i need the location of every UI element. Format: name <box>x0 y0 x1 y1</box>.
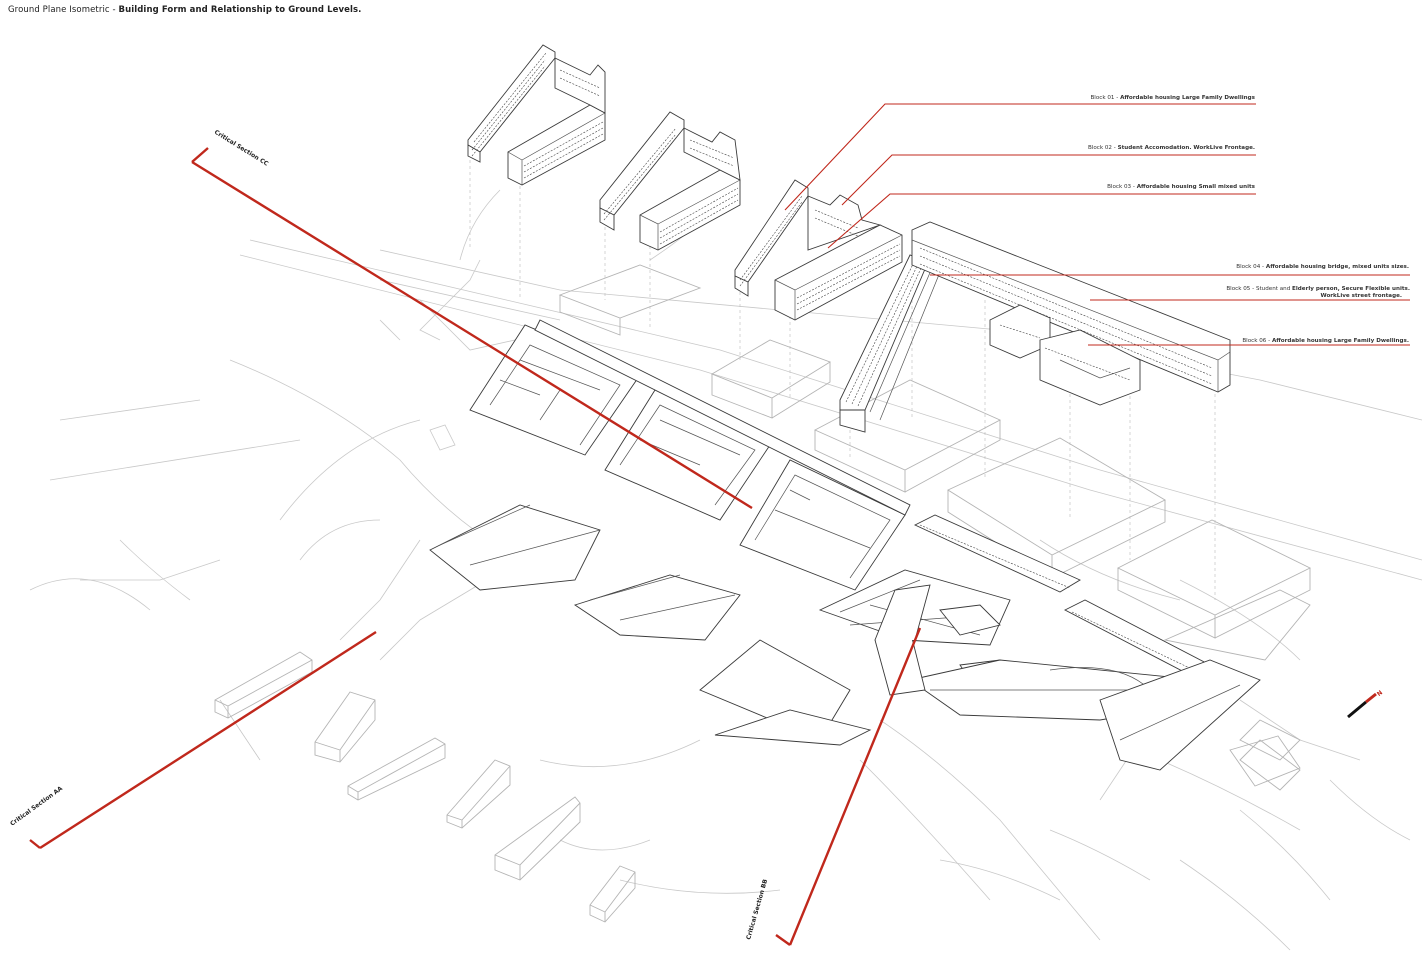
block-label-6: Block 06 - Affordable housing Large Fami… <box>1242 338 1409 344</box>
north-label: N <box>1376 689 1384 698</box>
block-label-4-part-1: Block 04 - <box>1236 264 1266 270</box>
block-02-volume <box>599 111 741 251</box>
leader-block-03 <box>827 193 1256 249</box>
projection-lines <box>469 160 1216 600</box>
block-03-volume <box>734 179 903 321</box>
block-label-5-part-1: Block 05 - <box>1226 286 1256 292</box>
section-line-cc <box>191 147 753 510</box>
section-label-cc: Critical Section CC <box>213 129 270 168</box>
block-label-6-part-1: Block 06 - <box>1242 338 1272 344</box>
block-label-1: Block 01 - Affordable housing Large Fami… <box>1090 95 1255 101</box>
block-05-06-volume <box>911 221 1231 406</box>
block-label-5-part-3: Elderly person, Secure Flexible units. <box>1292 286 1410 292</box>
leader-block-02 <box>841 154 1256 206</box>
block-01-volume <box>467 44 606 186</box>
ground-buildings <box>429 319 1261 771</box>
section-line-aa <box>29 630 377 850</box>
section-lines <box>29 147 922 946</box>
north-arrow: N <box>1347 689 1384 719</box>
block-label-2-part-1: Block 02 - <box>1088 145 1118 151</box>
block-label-5-line2: WorkLive street frontage. <box>1320 293 1402 299</box>
section-label-aa: Critical Section AA <box>9 785 64 828</box>
drawing-title: Ground Plane Isometric - Building Form a… <box>8 5 361 15</box>
context-linework <box>29 189 1422 951</box>
block-label-4-part-2: Affordable housing bridge, mixed units s… <box>1266 264 1409 270</box>
section-line-bb <box>775 627 922 946</box>
block-label-2: Block 02 - Student Accomodation. WorkLiv… <box>1088 145 1255 151</box>
title-bold: Building Form and Relationship to Ground… <box>118 5 362 15</box>
block-label-5-part-2: Student and <box>1256 286 1292 292</box>
block-label-4: Block 04 - Affordable housing bridge, mi… <box>1236 264 1409 270</box>
block-labels: Block 01 - Affordable housing Large Fami… <box>1088 95 1410 344</box>
block-label-6-part-2: Affordable housing Large Family Dwelling… <box>1272 338 1409 344</box>
foreground-boxes <box>214 651 636 923</box>
block-label-2-part-2: Student Accomodation. WorkLive Frontage. <box>1118 145 1255 151</box>
section-label-bb: Critical Section BB <box>745 878 769 941</box>
block-label-5: Block 05 - Student and Elderly person, S… <box>1226 286 1410 292</box>
block-leaders <box>784 103 1410 346</box>
block-label-3-part-1: Block 03 - <box>1107 184 1137 190</box>
block-label-1-part-2: Affordable housing Large Family Dwelling… <box>1120 95 1256 101</box>
block-label-1-part-1: Block 01 - <box>1090 95 1120 101</box>
leader-block-01 <box>784 103 1256 211</box>
block-label-3-part-2: Affordable housing Small mixed units <box>1137 184 1256 190</box>
block-label-3: Block 03 - Affordable housing Small mixe… <box>1107 184 1256 190</box>
block-04-volume <box>839 254 941 433</box>
title-prefix: Ground Plane Isometric - <box>8 5 116 15</box>
